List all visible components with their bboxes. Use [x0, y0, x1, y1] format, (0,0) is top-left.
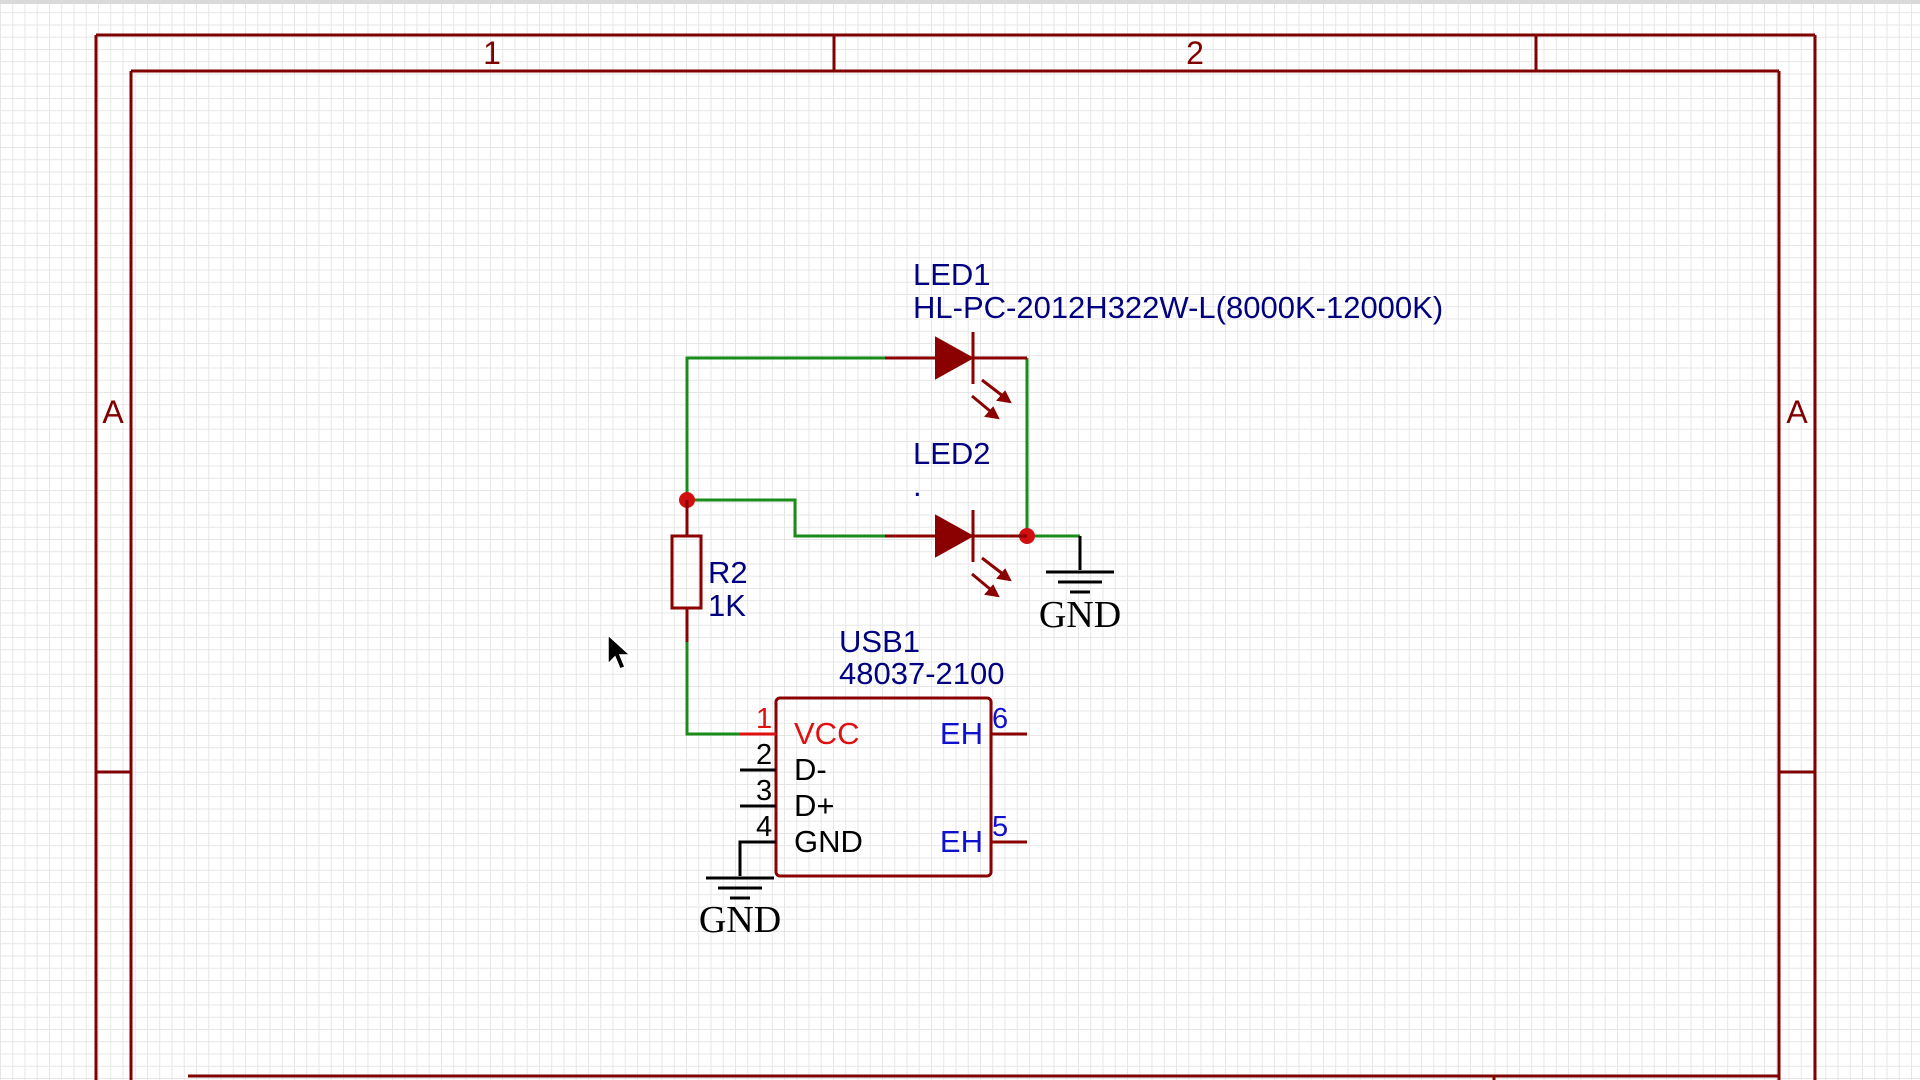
usb1-value[interactable]: 48037-2100	[839, 656, 1005, 691]
led1-value[interactable]: HL-PC-2012H322W-L(8000K-12000K)	[913, 290, 1443, 325]
wire-led1-anode[interactable]	[685, 356, 885, 500]
gnd-bottom-symbol[interactable]	[706, 840, 776, 900]
led2-value[interactable]: .	[913, 468, 922, 503]
usb1-pin-5-name: EH	[940, 824, 983, 859]
r2-designator[interactable]: R2	[708, 555, 748, 590]
usb1-pin-3-name: D+	[794, 788, 835, 823]
usb1-pin-1-number: 1	[756, 703, 772, 735]
frame-column-2: 2	[1186, 35, 1204, 71]
usb1-designator[interactable]: USB1	[839, 624, 920, 659]
top-ruler	[0, 0, 1920, 4]
led2-symbol[interactable]	[885, 510, 1027, 598]
usb1-pin-5-number: 5	[992, 811, 1008, 843]
usb1-pin-1-name: VCC	[794, 716, 859, 751]
usb1-pin-4-number: 4	[756, 811, 772, 843]
r2-symbol[interactable]	[670, 500, 703, 642]
usb1-pin-2-number: 2	[756, 739, 772, 771]
wire-r2-to-vcc[interactable]	[685, 642, 740, 736]
led2-designator[interactable]: LED2	[913, 436, 991, 471]
usb1-pin-3-number: 3	[756, 775, 772, 807]
usb1-pin-2-name: D-	[794, 752, 827, 787]
gnd-top-symbol[interactable]	[1046, 536, 1114, 594]
usb1-pin-4-name: GND	[794, 824, 863, 859]
mouse-cursor-icon	[607, 633, 632, 670]
usb1-pin-6-number: 6	[992, 703, 1008, 735]
gnd-top-label[interactable]: GND	[1039, 594, 1121, 636]
gnd-bottom-label[interactable]: GND	[699, 899, 781, 941]
drawing-frame	[94, 33, 1817, 1080]
led1-designator[interactable]: LED1	[913, 257, 991, 292]
led1-symbol[interactable]	[885, 332, 1027, 420]
usb1-pin-6-name: EH	[940, 716, 983, 751]
r2-value[interactable]: 1K	[708, 588, 746, 623]
wires[interactable]	[685, 356, 1080, 736]
frame-row-a-left: A	[102, 394, 124, 430]
usb1-symbol[interactable]	[740, 696, 1027, 878]
frame-row-a-right: A	[1786, 394, 1808, 430]
wire-led2-anode[interactable]	[687, 498, 885, 538]
frame-column-1: 1	[483, 35, 501, 71]
